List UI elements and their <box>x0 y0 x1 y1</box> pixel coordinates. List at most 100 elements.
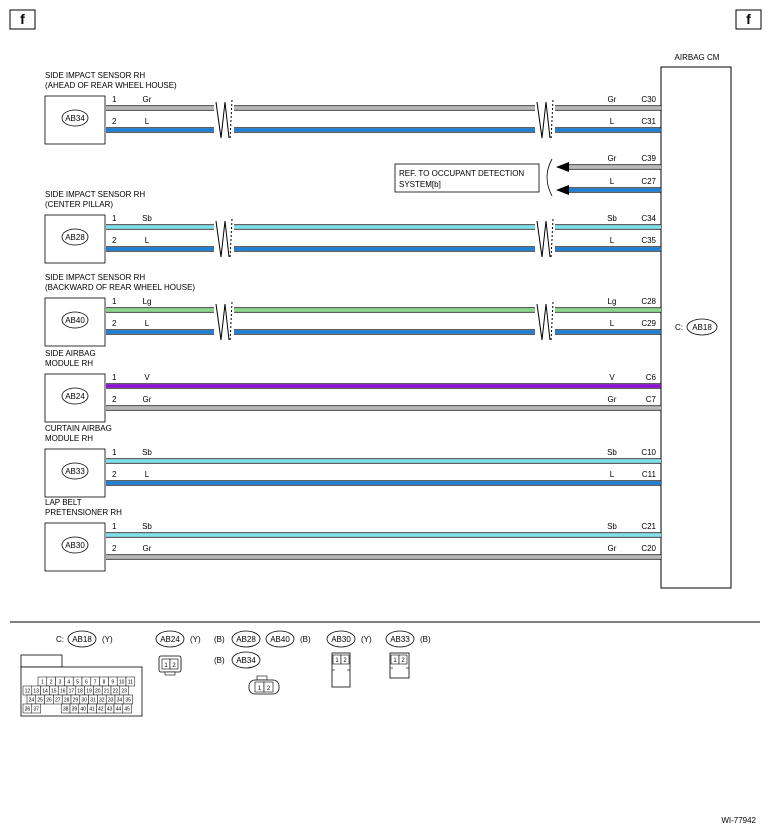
wire-color-label: L <box>610 117 615 126</box>
ab18-pin-number: 16 <box>60 689 66 695</box>
ab18-pin-cell <box>122 703 132 714</box>
wire-c30 <box>106 105 661 111</box>
legend-ab33: AB33 (B) 1 2 <box>385 630 431 679</box>
legend-ab30: AB30 (Y) 1 2 <box>326 630 372 688</box>
flag-left: f <box>9 9 36 30</box>
connector-id: AB33 <box>65 467 85 476</box>
pin-number: 2 <box>112 319 117 328</box>
wire-color-label: Sb <box>142 214 152 223</box>
reference-line-1: REF. TO OCCUPANT DETECTION <box>399 169 524 178</box>
pin-number: 1 <box>112 297 117 306</box>
footer-code: WI-77942 <box>721 816 756 825</box>
wire-color-label: Sb <box>142 448 152 457</box>
ab18-pin-number: 20 <box>95 689 101 695</box>
ab18-pin-number: 3 <box>59 680 62 686</box>
ab30-pin-2: 2 <box>343 658 347 664</box>
ab18-pin-number: 23 <box>121 689 127 695</box>
connector-badge <box>61 311 89 329</box>
connector-id: AB24 <box>65 392 85 401</box>
legend-ab18-id: AB18 <box>72 635 92 644</box>
wire-color-label: Gr <box>608 544 617 553</box>
legend-ab28-id: AB28 <box>236 635 256 644</box>
wire-color-label: Sb <box>142 522 152 531</box>
flag-right-label: f <box>746 11 751 27</box>
wire-color-label: Gr <box>608 95 617 104</box>
component-ab40: SIDE IMPACT SENSOR RH(BACKWARD OF REAR W… <box>44 273 195 347</box>
terminal-label: C35 <box>641 236 656 245</box>
wire-break-left <box>214 218 234 260</box>
legend-ab24-color: (Y) <box>190 635 201 644</box>
legend-ab34-id: AB34 <box>236 656 256 665</box>
pin-number: 2 <box>112 470 117 479</box>
wire-color-label: L <box>610 319 615 328</box>
legend-ab30-color: (Y) <box>361 635 372 644</box>
component-label: MODULE RH <box>45 359 93 368</box>
connector-badge <box>61 387 89 405</box>
connector-id: AB34 <box>65 114 85 123</box>
components: SIDE IMPACT SENSOR RH(AHEAD OF REAR WHEE… <box>44 71 195 572</box>
ab18-pin-number: 42 <box>98 707 104 713</box>
wire-c11 <box>106 480 661 486</box>
ab18-pin-number: 12 <box>25 689 31 695</box>
ab18-pin-number: 37 <box>33 707 39 713</box>
terminal-label: C20 <box>641 544 656 553</box>
wire-color-label: Lg <box>608 297 617 306</box>
connector-badge <box>61 462 89 480</box>
component-label: CURTAIN AIRBAG <box>45 424 112 433</box>
reference-wire-c39 <box>568 164 661 170</box>
connector-id: AB28 <box>65 233 85 242</box>
component-box <box>44 522 106 572</box>
pin-number: 1 <box>112 95 117 104</box>
wire-color-label: Sb <box>607 522 617 531</box>
terminal-label: C10 <box>641 448 656 457</box>
ab18-pin-number: 44 <box>116 707 122 713</box>
wire-color-label: V <box>609 373 615 382</box>
ab18-pin-number: 7 <box>94 680 97 686</box>
ab18-pin-number: 41 <box>89 707 95 713</box>
wire-color-label: Gr <box>143 95 152 104</box>
wire-c7 <box>106 405 661 411</box>
ab18-pin-number: 6 <box>85 680 88 686</box>
ab18-pin-number: 30 <box>81 698 87 704</box>
connector-badge <box>61 109 89 127</box>
module-connector-prefix: C: <box>675 323 683 332</box>
terminal-label: C31 <box>641 117 656 126</box>
wire-break-right <box>535 99 555 141</box>
ab18-pin-number: 15 <box>51 689 57 695</box>
wire-color-label: Gr <box>608 154 617 163</box>
wire-color-label: Gr <box>608 395 617 404</box>
connector-badge <box>61 228 89 246</box>
ab18-pin-number: 38 <box>63 707 69 713</box>
legend-ab30-id: AB30 <box>331 635 351 644</box>
terminal-label: C27 <box>641 177 656 186</box>
ab24-pin-2: 2 <box>172 663 176 669</box>
ab18-pin-number: 14 <box>42 689 48 695</box>
wire-color-label: Lg <box>143 297 152 306</box>
module-label: AIRBAG CM <box>675 53 720 62</box>
ab18-pin-number: 28 <box>64 698 70 704</box>
wire-c34 <box>106 224 661 230</box>
ab18-pin-number: 35 <box>125 698 131 704</box>
pin-number: 2 <box>112 117 117 126</box>
wire-color-label: L <box>145 236 150 245</box>
ab18-pin-number: 32 <box>99 698 105 704</box>
flag-right: f <box>735 9 762 30</box>
wire-break-left <box>214 99 234 141</box>
ab18-pin-number: 1 <box>41 680 44 686</box>
pin-number: 1 <box>112 373 117 382</box>
terminal-label: C30 <box>641 95 656 104</box>
component-box <box>44 214 106 264</box>
ab18-pin-number: 26 <box>46 698 52 704</box>
legend-sensors-color: (B) <box>300 635 311 644</box>
arrow-icon <box>556 162 569 172</box>
ab18-pin-number: 11 <box>128 680 133 686</box>
terminal-label: C21 <box>641 522 656 531</box>
wire-c31 <box>106 127 661 133</box>
component-label: (CENTER PILLAR) <box>45 200 113 209</box>
